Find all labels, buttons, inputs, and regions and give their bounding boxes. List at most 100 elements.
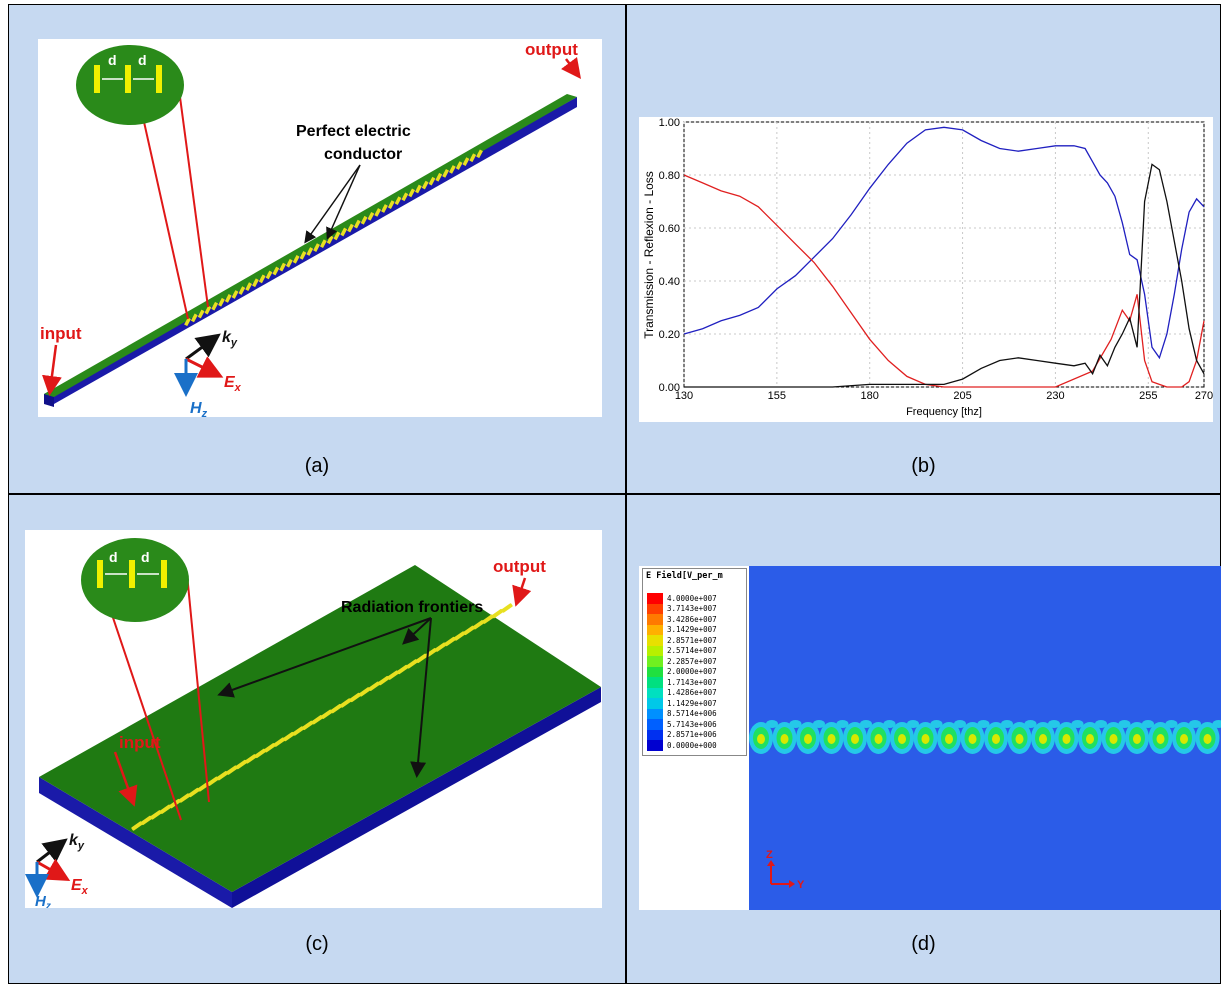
- legend-swatch: [647, 687, 663, 698]
- y-tick-label: 0.00: [659, 382, 680, 394]
- legend-title: E Field[V_per_m: [646, 571, 723, 581]
- field-fringe: [1212, 720, 1221, 728]
- legend-value: 1.1429e+007: [667, 698, 717, 708]
- field-fringe: [1165, 720, 1178, 728]
- series-line-2: [684, 163, 1205, 388]
- pec-element: [408, 188, 416, 198]
- chart-xlabel: Frequency [thz]: [906, 406, 982, 418]
- legend-value: 5.7143e+006: [667, 719, 717, 729]
- ex-arrow: [36, 858, 71, 881]
- legend-row: 2.0000e+007: [647, 666, 717, 677]
- field-core: [1156, 734, 1165, 744]
- pec-element: [292, 254, 300, 264]
- pec-element: [428, 176, 436, 186]
- pec-element: [469, 153, 477, 163]
- pec-element: [448, 165, 456, 174]
- legend-swatch: [647, 593, 663, 604]
- field-core: [898, 734, 906, 744]
- pec-element: [482, 614, 494, 624]
- pec-element: [254, 748, 267, 759]
- svg-text:Hz: Hz: [190, 400, 208, 417]
- legend-value: 3.7143e+007: [667, 604, 717, 614]
- legend-swatch: [647, 719, 663, 730]
- pec-element: [211, 301, 219, 311]
- legend-value: 2.5714e+007: [667, 646, 717, 656]
- pec-element: [216, 771, 229, 781]
- pec-element: [265, 270, 273, 280]
- border-left: [8, 4, 9, 984]
- legend-swatch: [647, 645, 663, 656]
- field-fringe: [860, 720, 872, 728]
- pec-element: [226, 765, 238, 775]
- field-fringe: [1118, 720, 1131, 728]
- field-fringe: [1189, 720, 1201, 728]
- pec-element: [340, 698, 352, 708]
- svg-text:Ex: Ex: [71, 877, 89, 897]
- legend-value: 2.8571e+006: [667, 730, 717, 740]
- pec-element: [150, 810, 162, 820]
- axis-z-label: Z: [766, 849, 773, 861]
- pec-label-2: conductor: [324, 146, 402, 163]
- series-line-0: [683, 126, 1205, 360]
- legend-value: 3.4286e+007: [667, 614, 717, 624]
- pec-element: [218, 297, 225, 307]
- field-fringe: [954, 720, 966, 728]
- legend-row: 3.7143e+007: [647, 603, 717, 614]
- pec-element: [368, 681, 380, 691]
- d-label-2: d: [141, 549, 150, 565]
- pec-element: [387, 200, 395, 209]
- field-fringe: [836, 720, 849, 728]
- field-fringe: [1071, 720, 1084, 728]
- field-core: [1133, 734, 1141, 744]
- field-fringe: [1024, 720, 1037, 728]
- pec-element: [245, 282, 253, 292]
- pec-element: [401, 192, 409, 202]
- pec-element: [207, 776, 219, 786]
- x-tick-label: 155: [768, 390, 786, 402]
- chart-series: [683, 126, 1205, 388]
- field-core: [757, 734, 765, 744]
- pec-element: [381, 204, 388, 213]
- legend-value: 2.0000e+007: [667, 667, 717, 677]
- axis-y-label: Y: [797, 879, 805, 891]
- y-tick-label: 1.00: [659, 117, 680, 129]
- border-center: [625, 4, 627, 984]
- pec-element: [434, 642, 447, 652]
- y-tick-label: 0.40: [659, 276, 680, 288]
- border-middle: [8, 493, 1221, 495]
- pec-element: [347, 223, 354, 233]
- pec-element: [190, 313, 198, 323]
- pec-element: [359, 687, 371, 697]
- pec-element: [302, 720, 314, 731]
- series-line-1: [683, 174, 1205, 388]
- field-core: [921, 734, 930, 744]
- pec-element: [292, 726, 304, 736]
- d-label-1: d: [109, 549, 118, 565]
- slab-top: [39, 565, 601, 892]
- field-fringe: [1001, 720, 1013, 728]
- pec-element: [349, 692, 361, 703]
- field-fringe: [977, 720, 990, 728]
- d-label-1: d: [108, 52, 117, 68]
- field-fringe: [1142, 720, 1154, 728]
- field-core: [827, 734, 836, 744]
- pec-element: [415, 653, 428, 663]
- caption-a: (a): [304, 455, 330, 477]
- pec-element: [387, 670, 399, 680]
- pec-element: [476, 149, 483, 159]
- x-tick-label: 230: [1046, 390, 1064, 402]
- legend-swatch: [647, 666, 663, 677]
- pec-element: [421, 180, 429, 190]
- pec-element: [501, 603, 513, 613]
- pec-element: [306, 247, 314, 256]
- legend-row: 4.0000e+007: [647, 593, 717, 604]
- pec-element: [258, 274, 266, 284]
- pec-element: [231, 290, 239, 299]
- field-core: [1203, 734, 1212, 744]
